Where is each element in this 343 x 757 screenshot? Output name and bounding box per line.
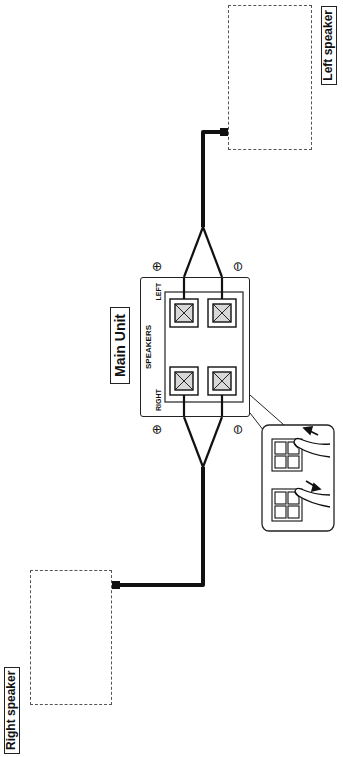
channel-label: LEFT <box>155 283 163 301</box>
polarity-symbol: ⊕ <box>150 424 165 435</box>
cable-lead <box>184 227 203 277</box>
unit-title: Main Unit <box>110 307 130 384</box>
cable-run <box>112 467 203 585</box>
panel-heading: SPEAKERS <box>144 325 153 369</box>
cable-plug <box>220 128 228 136</box>
channel-label: RIGHT <box>155 389 163 411</box>
speaker-outline: Left speaker <box>228 5 312 150</box>
finger-illustration <box>294 439 330 507</box>
inset-terminals <box>272 439 302 521</box>
speaker-label: Left speaker <box>321 6 337 85</box>
terminal-block <box>165 292 243 402</box>
cable-lead <box>203 417 222 467</box>
cable-lead <box>184 417 203 467</box>
press-arrows <box>304 427 320 491</box>
cable-lead <box>203 227 222 277</box>
speaker-outline: Right speaker <box>30 570 112 705</box>
speaker-cable <box>184 128 228 277</box>
inset-panel <box>262 425 334 531</box>
polarity-symbol: ⊖ <box>231 261 246 272</box>
speaker-label: Right speaker <box>4 667 20 754</box>
cable-plug <box>112 581 120 589</box>
speaker-cable <box>112 417 222 589</box>
terminal-panel: Main UnitSPEAKERSRIGHTLEFT <box>140 277 250 417</box>
polarity-symbol: ⊕ <box>150 261 165 272</box>
polarity-symbol: ⊖ <box>231 424 246 435</box>
cable-run <box>203 132 228 227</box>
speaker-terminals <box>170 299 236 395</box>
